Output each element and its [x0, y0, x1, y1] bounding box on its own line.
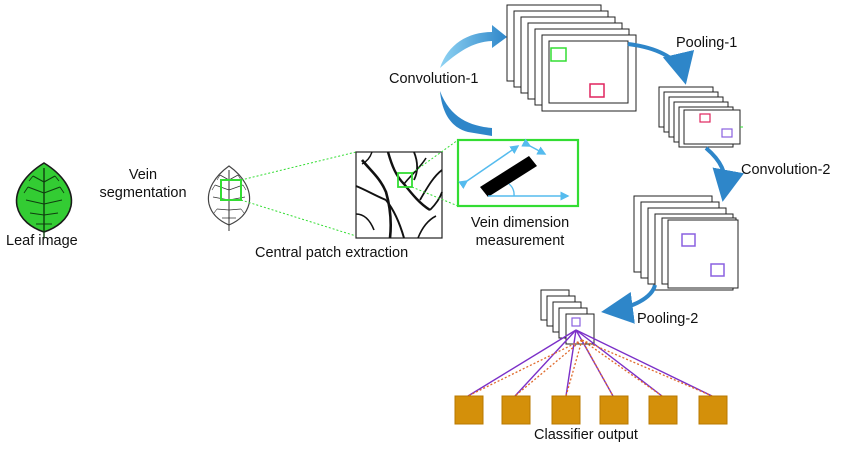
convolution-1-label: Convolution-1: [389, 71, 479, 87]
vein-segmentation-label-line1: Vein: [128, 167, 158, 183]
classifier-node-2: [501, 395, 531, 425]
pool1-feature-maps: [658, 86, 741, 148]
vein-dimension-label-line1: Vein dimension: [470, 215, 570, 231]
central-patch: [355, 151, 443, 239]
projection-line-top: [240, 151, 357, 181]
classifier-node-4: [599, 395, 629, 425]
convolution-2-arrow: [704, 146, 745, 202]
conv2-feature-maps: [633, 195, 739, 291]
convolution-1-arrow-bottom: [440, 91, 492, 136]
leaf-image-label: Leaf image: [6, 233, 78, 249]
classifier-output-nodes: [454, 395, 728, 425]
pooling-2-label: Pooling-2: [637, 311, 699, 327]
classifier-connections: [467, 329, 713, 397]
zoom-line-bottom: [411, 186, 459, 207]
projection-line-bottom: [240, 199, 357, 237]
pooling-2-arrow: [601, 284, 657, 324]
classifier-node-6: [698, 395, 728, 425]
central-patch-label: Central patch extraction: [255, 245, 409, 261]
pooling-1-arrow: [627, 42, 695, 85]
classifier-node-3: [551, 395, 581, 425]
leaf-patch-marker: [220, 179, 242, 201]
zoom-line-top: [411, 139, 459, 174]
leaf-icon: [15, 162, 73, 238]
vein-dimension-label-line2: measurement: [475, 233, 565, 249]
segmented-leaf-icon: [207, 165, 251, 231]
vein-segmentation-label-line2: segmentation: [99, 185, 187, 201]
conv1-feature-maps: [506, 4, 637, 112]
classifier-node-5: [648, 395, 678, 425]
classifier-output-label: Classifier output: [534, 427, 638, 443]
pooling-1-label: Pooling-1: [676, 35, 738, 51]
vein-dimension-panel: [456, 138, 580, 208]
convolution-2-label: Convolution-2: [741, 162, 831, 178]
convolution-1-arrow-top: [440, 25, 507, 68]
classifier-node-1: [454, 395, 484, 425]
